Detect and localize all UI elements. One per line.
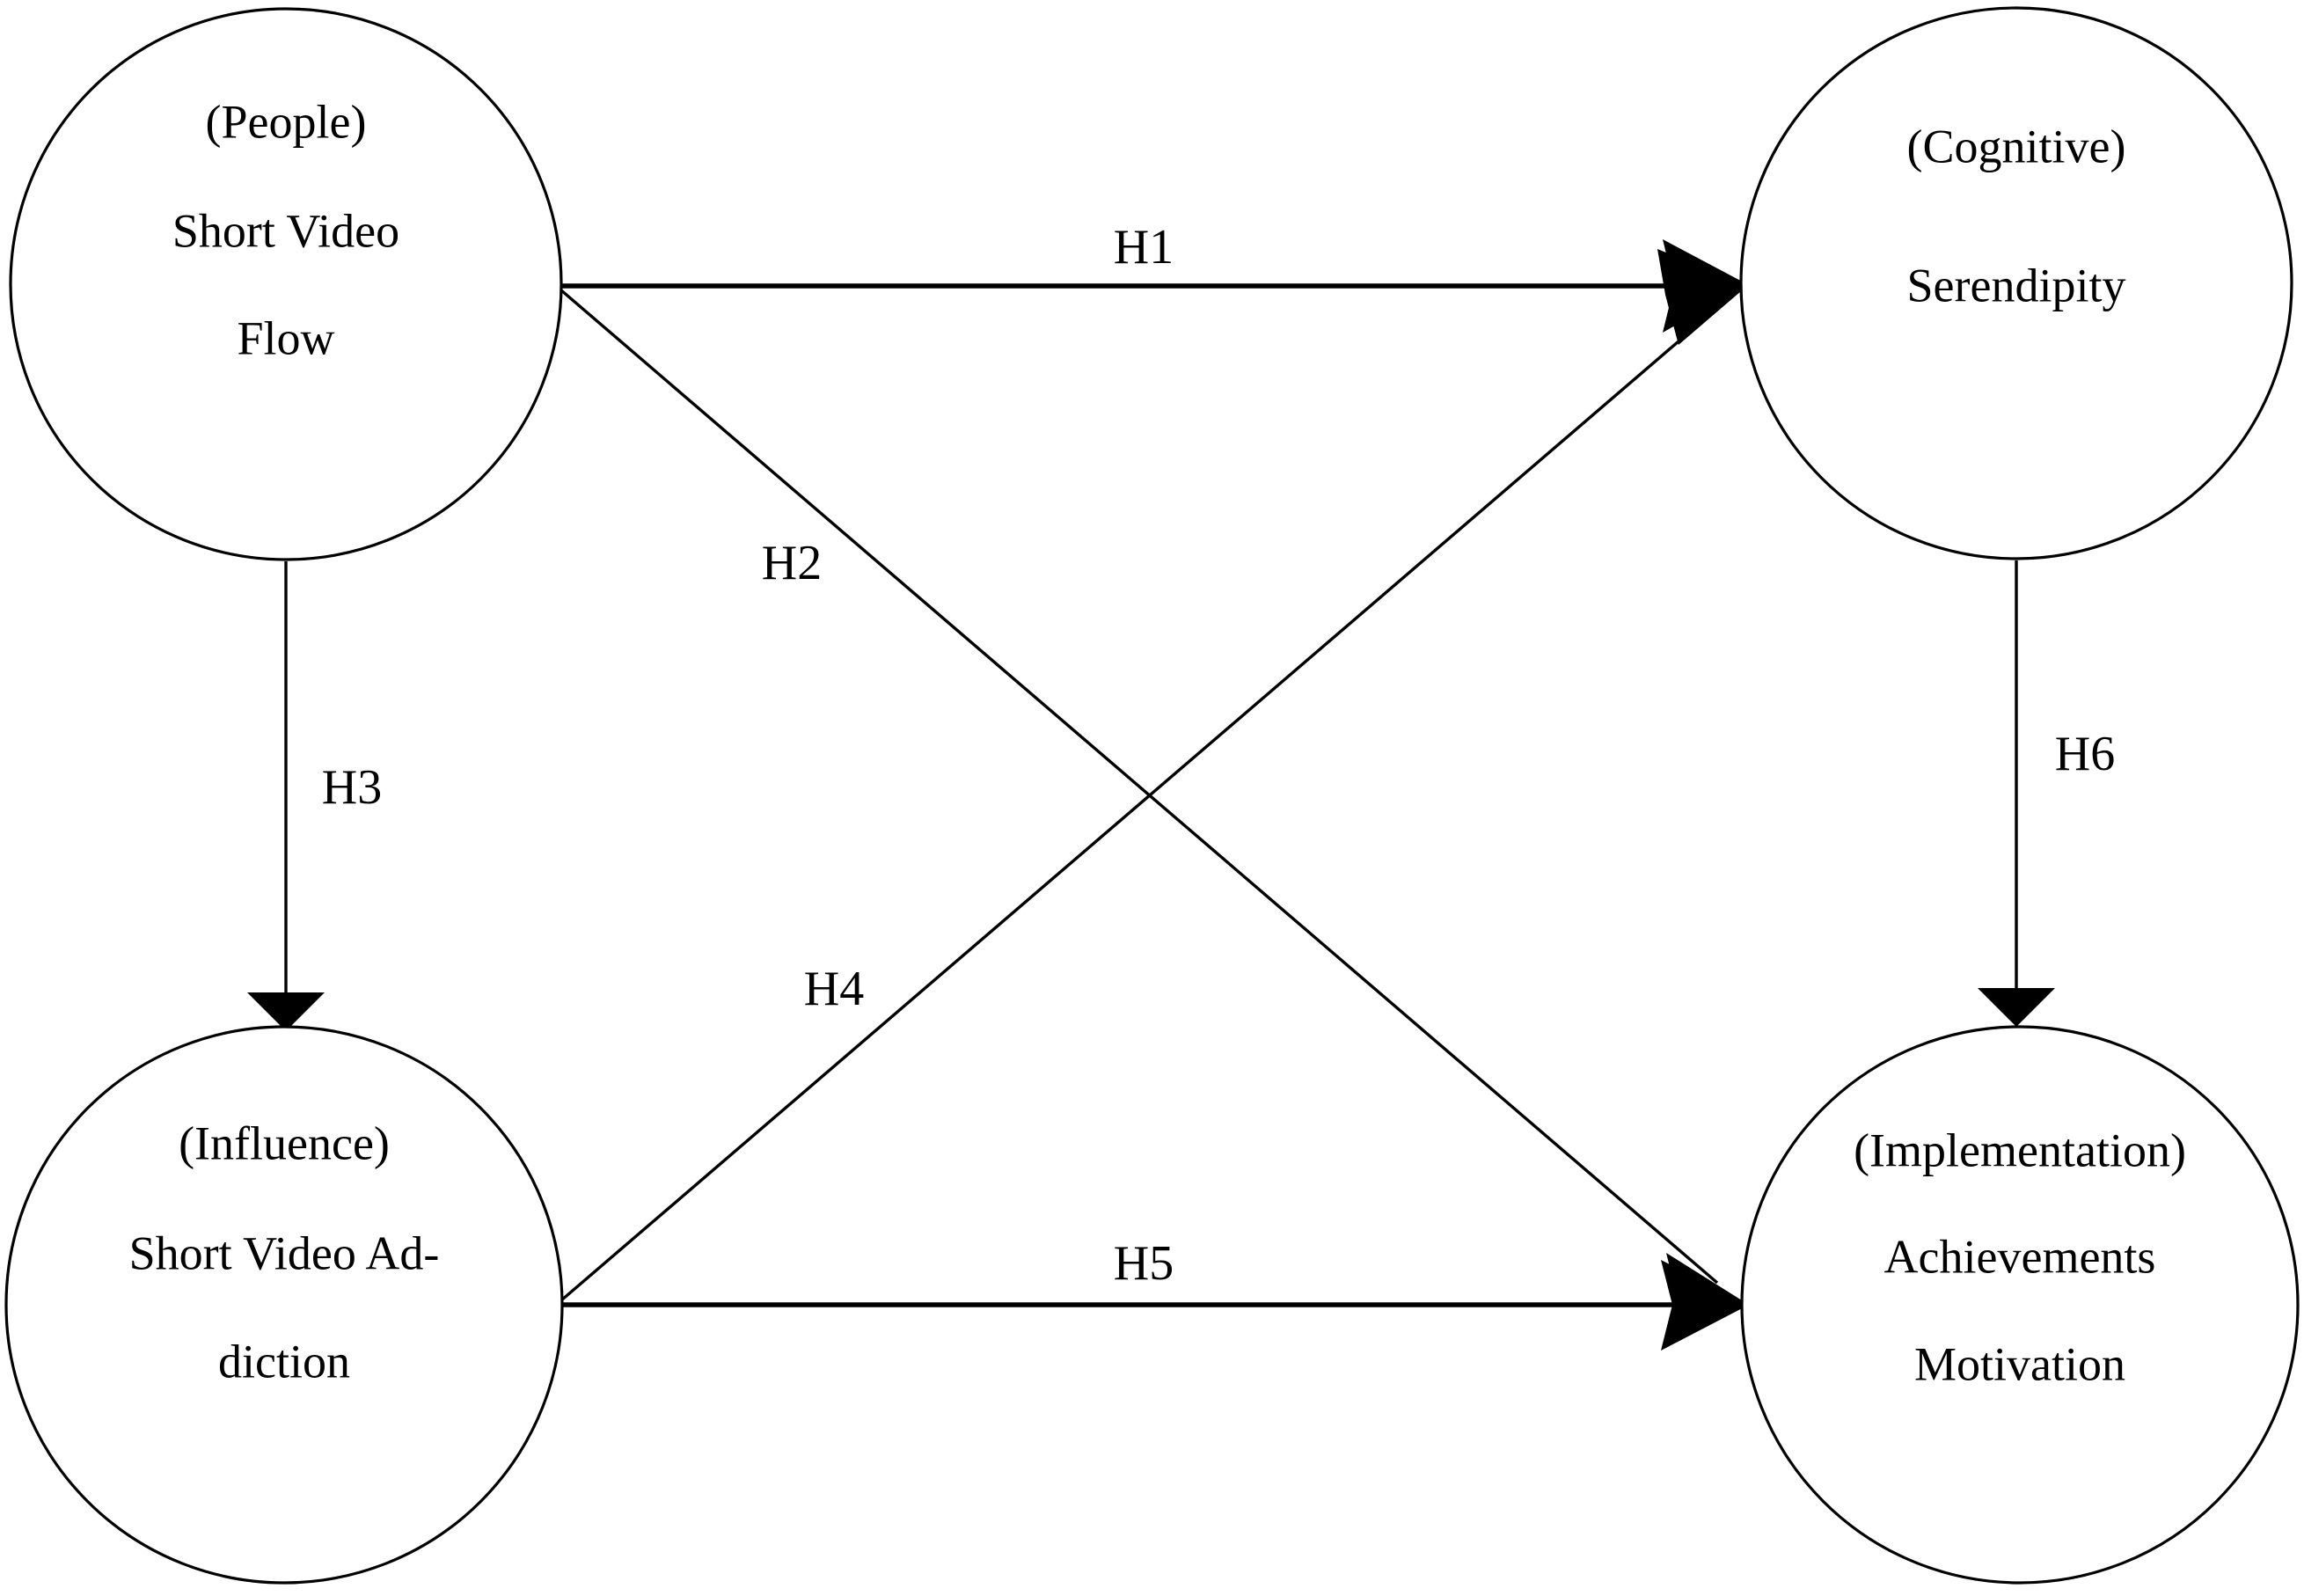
edge-h4 (560, 308, 1717, 1302)
edge-label-h1: H1 (1114, 220, 1174, 275)
edge-h4-line (560, 308, 1717, 1302)
node-short-video-addiction-line-2: diction (218, 1335, 350, 1387)
edge-h3 (247, 561, 325, 1031)
edge-h6 (1978, 560, 2055, 1027)
node-achievements-motivation-line-1: Achievements (1884, 1230, 2156, 1283)
edge-label-h5: H5 (1114, 1236, 1174, 1291)
node-short-video-addiction-line-1: Short Video Ad- (129, 1226, 440, 1279)
edge-label-h6: H6 (2055, 727, 2115, 781)
node-short-video-flow-category: (People) (206, 95, 367, 148)
edge-label-h3: H3 (322, 760, 382, 815)
edge-h2-line (560, 289, 1719, 1285)
node-achievements-motivation-circle[interactable] (1740, 1025, 2300, 1585)
edge-h5-arrowhead (1661, 1260, 1749, 1351)
edge-h2 (560, 289, 1719, 1285)
node-short-video-addiction[interactable]: (Influence) Short Video Ad- diction (4, 1025, 564, 1585)
node-short-video-flow-line-2: Flow (237, 311, 334, 364)
node-short-video-flow-circle[interactable] (9, 7, 563, 561)
node-achievements-motivation[interactable]: (Implementation) Achievements Motivation (1740, 1025, 2300, 1585)
edge-h6-arrowhead (1978, 988, 2055, 1027)
edge-h5 (561, 1253, 1749, 1351)
node-short-video-flow[interactable]: (People) Short Video Flow (9, 7, 563, 561)
node-achievements-motivation-category: (Implementation) (1854, 1124, 2186, 1176)
node-serendipity[interactable]: (Cognitive) Serendipity (1739, 6, 2293, 560)
edge-label-h4: H4 (804, 962, 864, 1016)
node-short-video-flow-line-1: Short Video (172, 204, 399, 257)
node-serendipity-line-1: Serendipity (1907, 259, 2126, 311)
node-serendipity-circle[interactable] (1739, 6, 2293, 560)
edge-h2-arrowhead (1666, 1253, 1749, 1305)
edge-h3-arrowhead (247, 992, 325, 1031)
edge-h4-arrowhead (1657, 249, 1747, 345)
node-achievements-motivation-line-2: Motivation (1914, 1337, 2125, 1390)
node-short-video-addiction-circle[interactable] (4, 1025, 564, 1585)
node-short-video-addiction-category: (Influence) (179, 1116, 390, 1169)
node-serendipity-category: (Cognitive) (1907, 120, 2126, 172)
edge-label-h2: H2 (762, 536, 822, 590)
